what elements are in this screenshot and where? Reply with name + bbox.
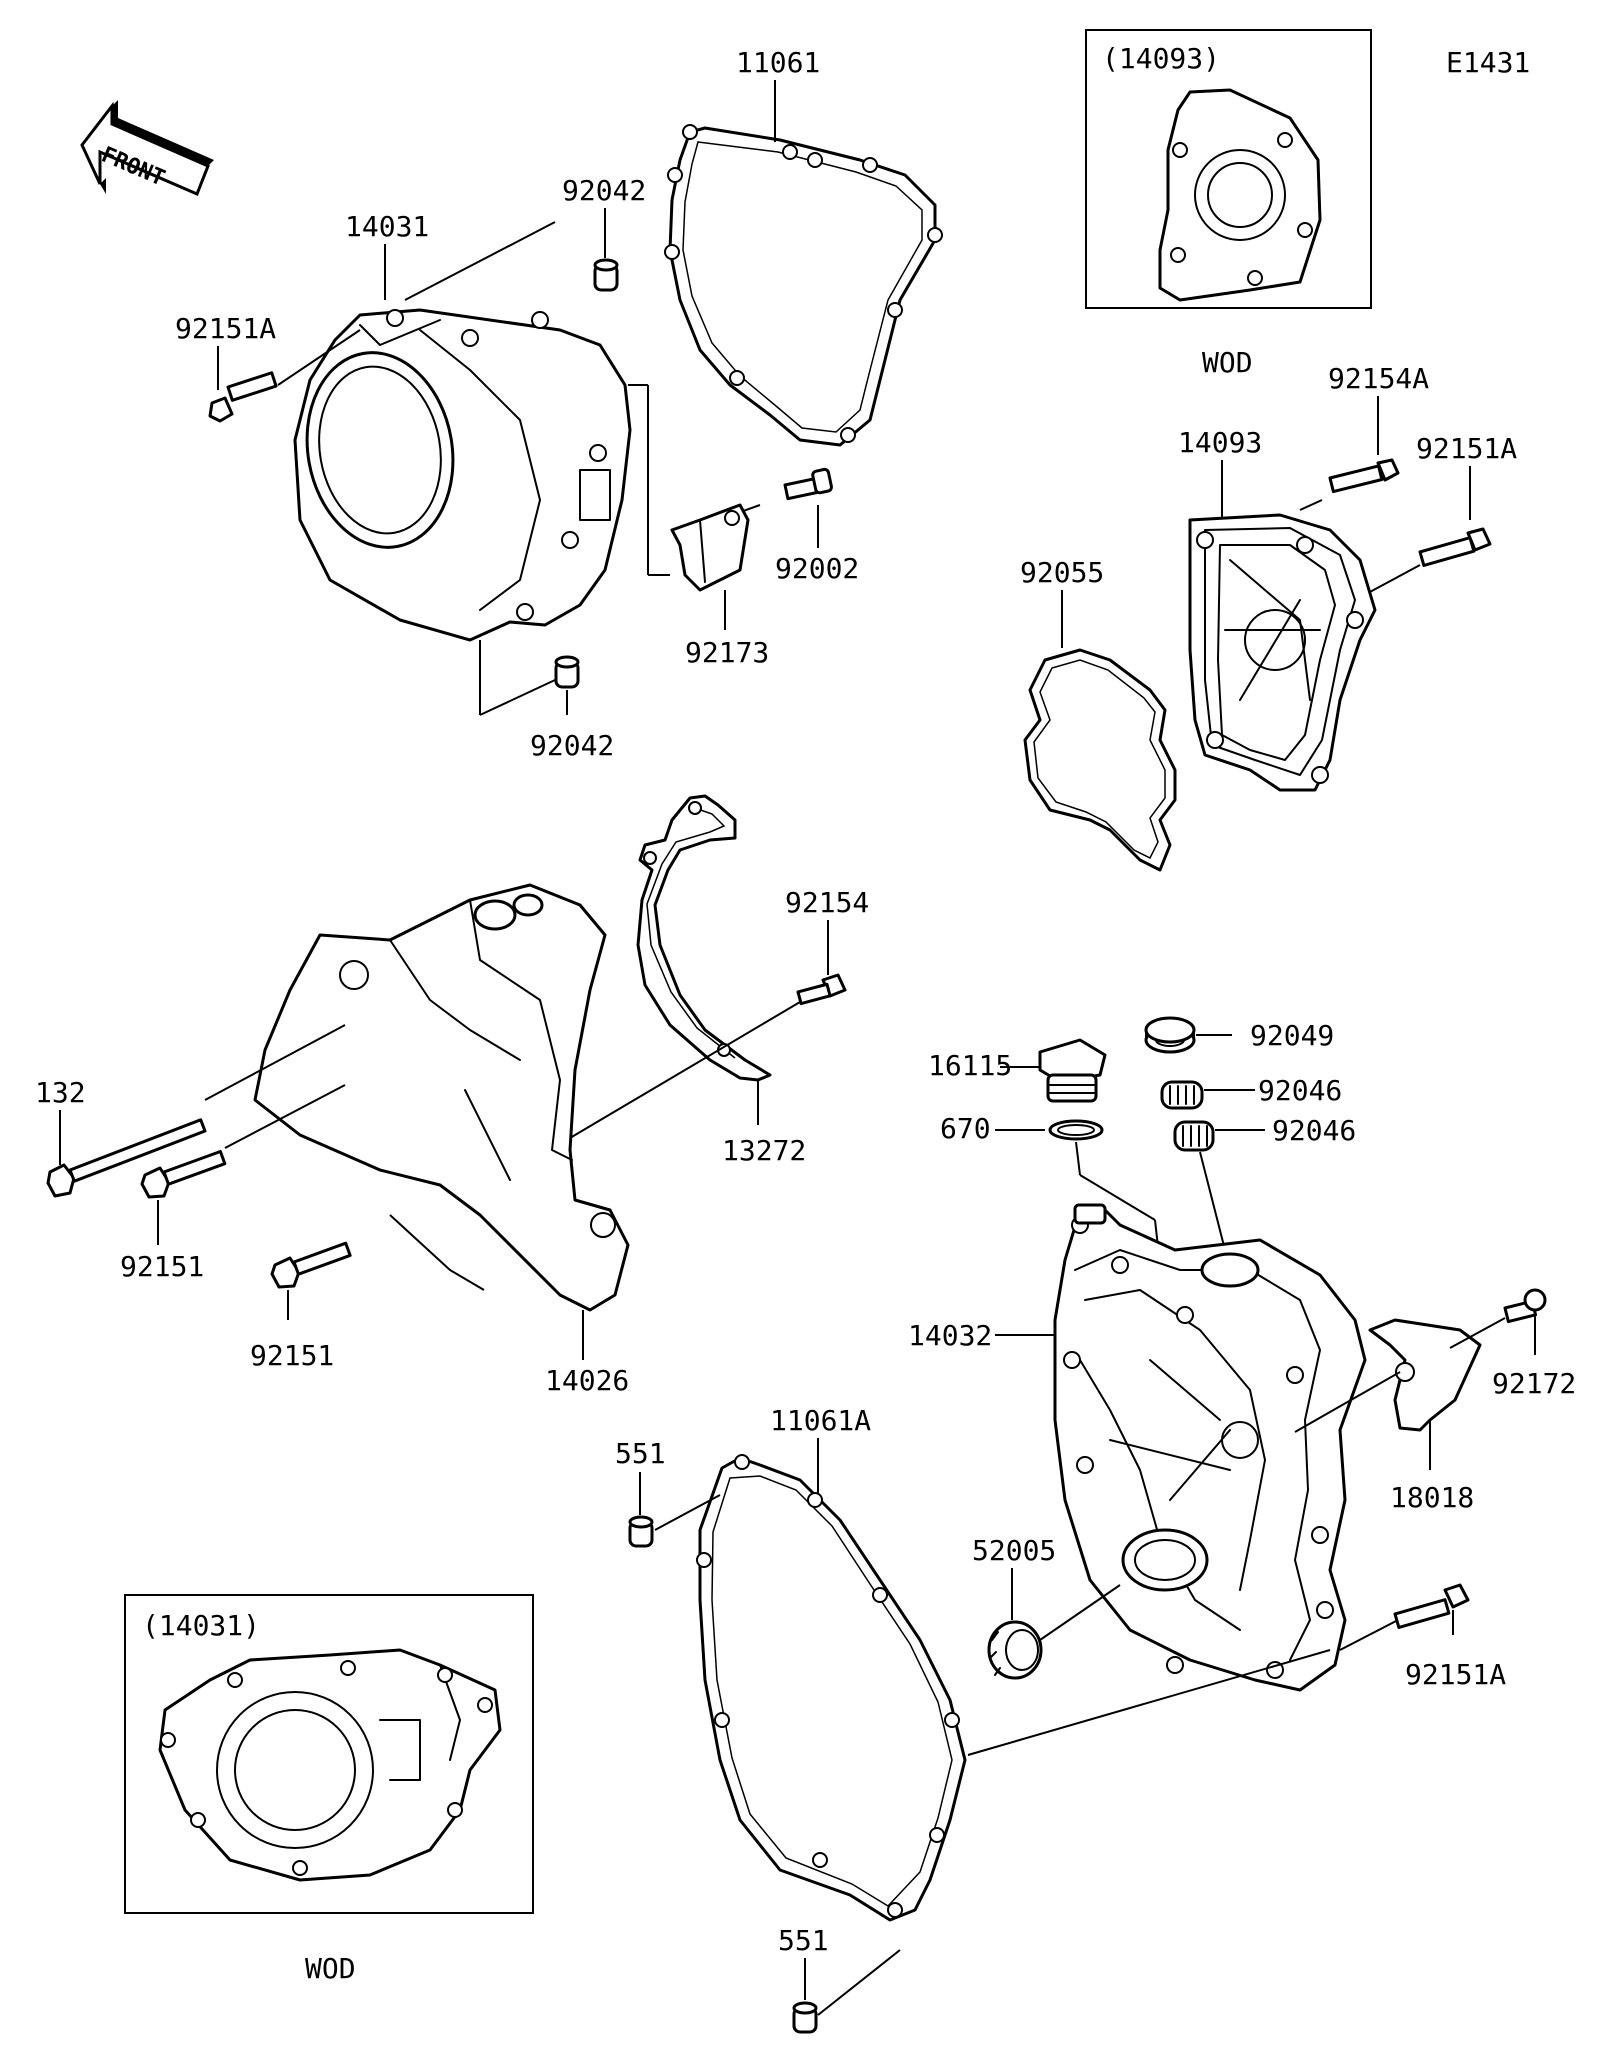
label-14031-box: (14031) <box>142 1609 260 1642</box>
o-ring-670 <box>1048 1119 1104 1141</box>
bearing-92046-b <box>1173 1120 1215 1152</box>
label-92042-bottom: 92042 <box>530 729 614 762</box>
label-92055: 92055 <box>1020 556 1104 589</box>
bolt-92151A-left <box>208 371 278 423</box>
label-92151A-right: 92151A <box>1416 432 1517 465</box>
label-92151A-left: 92151A <box>175 312 276 345</box>
label-132: 132 <box>35 1076 86 1109</box>
label-14093-box: (14093) <box>1102 42 1220 75</box>
label-14026: 14026 <box>545 1364 629 1397</box>
label-92046-b: 92046 <box>1272 1114 1356 1147</box>
label-92046-a: 92046 <box>1258 1074 1342 1107</box>
bolt-132 <box>46 1118 207 1198</box>
inset-box-14031 <box>124 1594 534 1914</box>
wod-label-bottom: WOD <box>305 1952 356 1985</box>
label-13272: 13272 <box>722 1134 806 1167</box>
bolt-92151A-right <box>1418 527 1492 567</box>
guard-18018 <box>1368 1318 1482 1432</box>
bolt-92154 <box>796 973 847 1006</box>
inset-cover-14031-drawing <box>158 1648 502 1882</box>
bracket-92173 <box>670 503 750 592</box>
dowel-92042-bottom <box>554 655 580 689</box>
front-arrow-icon: FRONT <box>80 100 214 196</box>
seal-92049 <box>1144 1016 1196 1054</box>
bolt-92172 <box>1503 1288 1547 1324</box>
label-551-b: 551 <box>778 1924 829 1957</box>
bolt-92151-b <box>270 1241 352 1289</box>
gasket-13272 <box>636 794 772 1082</box>
label-11061: 11061 <box>736 46 820 79</box>
cap-52005 <box>987 1620 1043 1680</box>
label-92042-top: 92042 <box>562 174 646 207</box>
label-14032: 14032 <box>908 1319 992 1352</box>
plug-16115 <box>1038 1038 1107 1103</box>
wod-label-top: WOD <box>1202 346 1253 379</box>
label-92151-a: 92151 <box>120 1250 204 1283</box>
label-14093: 14093 <box>1178 426 1262 459</box>
label-16115: 16115 <box>928 1049 1012 1082</box>
gasket-11061 <box>664 124 943 447</box>
dowel-92042-top <box>593 258 619 292</box>
bearing-92046-a <box>1160 1080 1204 1110</box>
label-670: 670 <box>940 1112 991 1145</box>
label-18018: 18018 <box>1390 1481 1474 1514</box>
inset-cover-14093-drawing <box>1158 88 1322 302</box>
label-92151A-bottom: 92151A <box>1405 1658 1506 1691</box>
label-92049: 92049 <box>1250 1019 1334 1052</box>
label-52005: 52005 <box>972 1534 1056 1567</box>
label-92172: 92172 <box>1492 1367 1576 1400</box>
cover-14026 <box>253 883 630 1312</box>
clutch-cover-14032 <box>1053 1203 1367 1692</box>
label-14031: 14031 <box>345 210 429 243</box>
label-551-a: 551 <box>615 1437 666 1470</box>
label-92154A: 92154A <box>1328 362 1429 395</box>
label-92151-b: 92151 <box>250 1339 334 1372</box>
label-11061A: 11061A <box>770 1404 871 1437</box>
inset-box-14093 <box>1085 29 1372 309</box>
gasket-92055 <box>1023 648 1177 872</box>
bolt-92151A-bottom <box>1393 1583 1470 1629</box>
clutch-cover-14093 <box>1188 513 1377 792</box>
bolt-92002 <box>783 467 833 501</box>
dowel-551-b <box>792 2001 818 2034</box>
dowel-551-a <box>628 1515 654 1548</box>
diagram-code: E1431 <box>1446 46 1530 79</box>
bolt-92154A <box>1328 458 1400 494</box>
gasket-11061A <box>696 1454 967 1922</box>
bolt-92151-a <box>140 1149 227 1199</box>
label-92173: 92173 <box>685 636 769 669</box>
label-92002: 92002 <box>775 552 859 585</box>
label-92154: 92154 <box>785 886 869 919</box>
generator-cover-14031 <box>293 308 632 642</box>
